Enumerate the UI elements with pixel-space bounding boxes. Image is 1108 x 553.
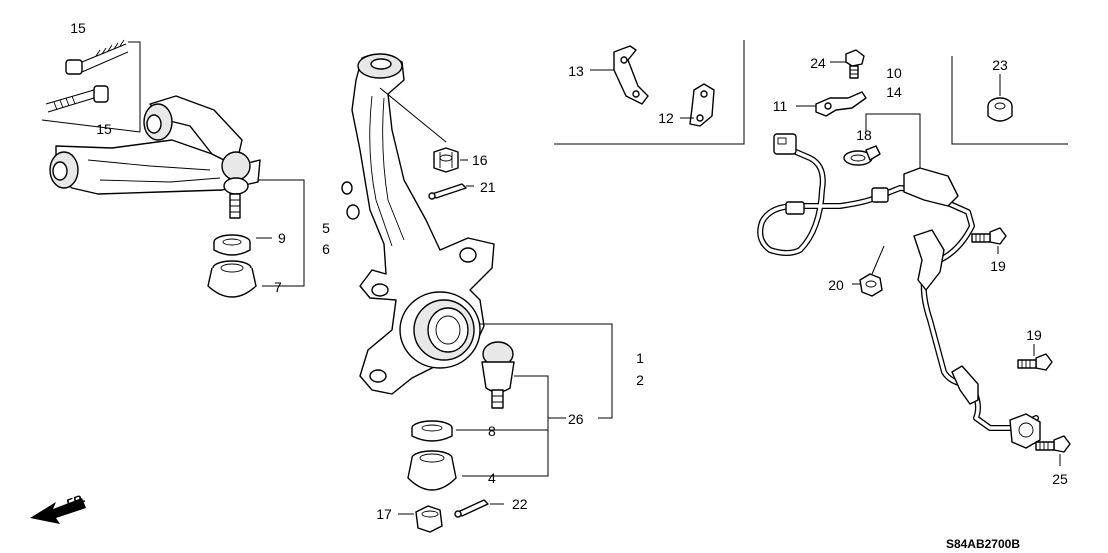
box-brackets [554,40,745,145]
seal-8 [411,420,453,442]
nut-17 [415,505,443,533]
bolt-25 [1035,435,1071,453]
clip-11 [815,91,867,117]
steering-knuckle [341,53,495,395]
cotter-pin-21 [428,183,467,200]
dust-seal-9 [213,234,251,256]
leader-15-arm [41,119,141,133]
bracket-12 [689,83,715,127]
callout-17: 17 [376,506,392,522]
callout-25: 25 [1052,471,1068,487]
front-marker: FR. [64,491,87,511]
wheel-sensor-harness [757,133,1041,449]
boot-4 [407,450,457,491]
callout-22: 22 [512,496,528,512]
callout-12: 12 [658,110,674,126]
bracket-13 [613,45,649,105]
lower-ball-joint [481,341,515,409]
bolt-15-top [65,39,129,75]
callout-5: 5 [322,220,330,236]
bolt-19-lower [1017,353,1053,371]
callout-2: 2 [636,372,644,388]
callout-15-top: 15 [70,20,86,36]
callout-4: 4 [488,470,496,486]
front-direction-arrow [30,498,86,524]
grommet-18 [843,145,881,166]
upper-control-arm [49,95,261,219]
cotter-pin-22 [454,499,489,518]
callout-24: 24 [810,55,826,71]
callout-26: 26 [568,411,584,427]
leader-1-2-bracket [480,323,613,419]
leader-10-14 [865,113,921,178]
callout-14: 14 [886,84,902,100]
figure-code: S84AB2700B [946,537,1020,551]
callout-9: 9 [278,230,286,246]
nut-16 [433,147,459,173]
cap-23 [987,97,1013,122]
callout-15-lower: 15 [96,121,112,137]
callout-7: 7 [274,279,282,295]
callout-6: 6 [322,241,330,257]
leader-16 [379,87,447,143]
bolt-15-lower [45,85,109,113]
callout-11: 11 [773,98,788,114]
callout-1: 1 [636,350,644,366]
bolt-19-upper [971,227,1007,245]
bolt-24 [845,49,865,79]
leader-20-up [871,245,885,275]
callout-19-upper: 19 [990,258,1006,274]
callout-18: 18 [856,127,872,143]
callout-13: 13 [568,63,584,79]
callout-10: 10 [886,65,902,81]
leader-4-26-bracket [462,375,549,477]
callout-21: 21 [480,179,496,195]
box-cap [951,56,1068,145]
callout-8: 8 [488,423,496,439]
leader-5-6-bracket [258,179,305,287]
leader-15-top [128,41,141,132]
callout-23: 23 [992,57,1008,73]
boot-7 [207,260,257,298]
callout-16: 16 [472,152,488,168]
callout-19-lower: 19 [1026,327,1042,343]
nut-20 [859,273,883,297]
callout-20: 20 [828,277,844,293]
